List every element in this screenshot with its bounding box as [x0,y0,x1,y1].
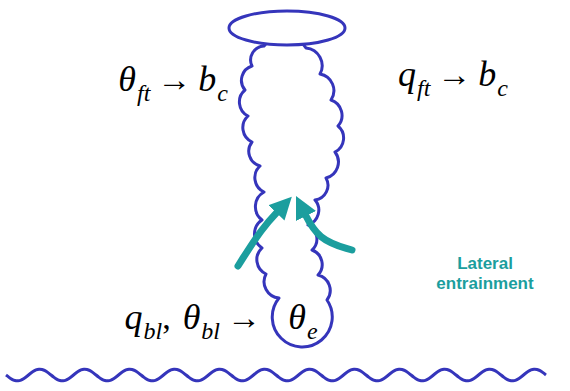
math-symbol: θ [118,59,136,99]
subscript: ft [137,80,150,106]
entrainment-arrow [238,208,281,266]
entrainment-arrow [303,210,352,250]
subscript: bl [143,318,162,344]
math-symbol: θ [183,297,201,337]
arrow-symbol: → [437,56,471,93]
formula: θft→bc [118,60,228,100]
math-symbol: q [398,54,416,94]
subscript: c [497,75,508,101]
arrow-symbol: → [157,61,191,98]
punctuation: , [162,299,171,336]
subscript: c [217,80,228,106]
math-symbol: q [124,297,142,337]
subscript: ft [417,75,430,101]
math-symbol: b [478,54,496,94]
subscript: e [307,318,318,344]
arrow-symbol: → [227,299,261,336]
formula: qft→bc [398,55,508,95]
cloud-anvil [229,11,345,45]
formula: θe [288,298,317,338]
subscript: bl [201,318,220,344]
math-symbol: θ [288,297,306,337]
annotation: Lateral entrainment [420,254,550,293]
formula: qbl,θbl→ [124,298,268,338]
math-symbol: b [198,59,216,99]
sea-surface [6,369,546,381]
